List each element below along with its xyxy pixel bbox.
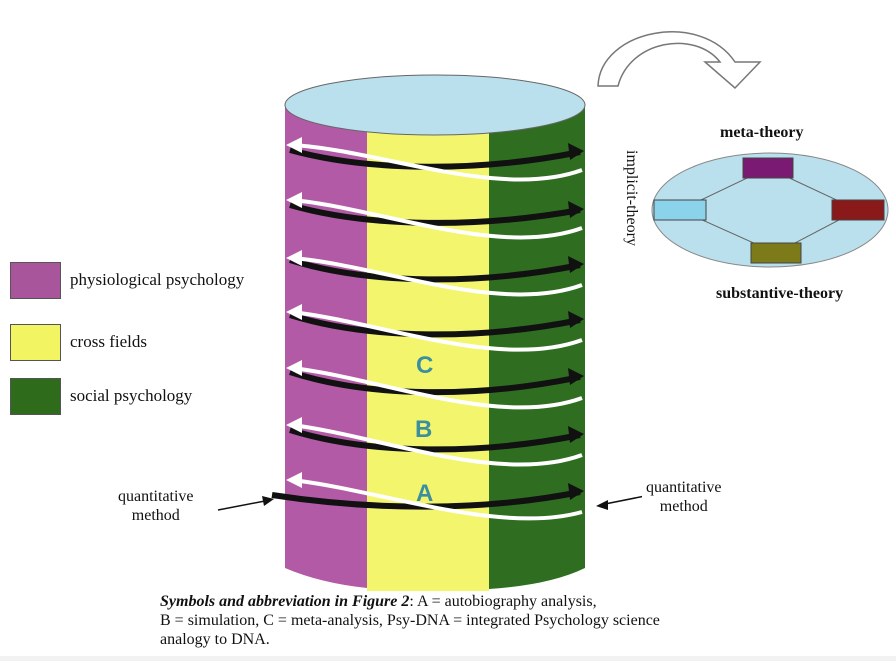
qm-left-line2: method <box>131 507 180 524</box>
helix-white-4 <box>291 310 583 352</box>
helix-white-2 <box>291 198 583 240</box>
caption-title: Symbols and abbreviation in Figure 2 <box>160 593 410 610</box>
arrowhead-white-1 <box>286 137 302 153</box>
arrowhead-white-2 <box>286 192 302 208</box>
stripe-social <box>489 105 585 589</box>
pointer-left <box>217 499 271 511</box>
helix-black-3 <box>289 257 581 283</box>
stripe-cross-fields <box>367 105 489 591</box>
letter-c: C <box>416 352 434 379</box>
qm-left-line1: quantitative <box>118 488 194 505</box>
legend-swatch-cross-fields <box>10 324 61 361</box>
theory-ellipse <box>651 152 889 268</box>
helix-white-6 <box>291 423 583 467</box>
legend-swatch-social <box>10 378 61 415</box>
stripe-physiological <box>285 105 367 588</box>
implicit-theory-box <box>653 199 707 221</box>
caption-text-1: : A = autobiography analysis, <box>409 593 597 610</box>
meta-theory-label: meta-theory <box>716 124 808 142</box>
right-theory-box <box>831 199 885 221</box>
cylinder-top <box>284 74 586 136</box>
legend-label-social: social psychology <box>64 381 199 411</box>
helix-white-1 <box>291 143 583 182</box>
arrowhead-white-3 <box>286 250 302 266</box>
caption-line-1: Symbols and abbreviation in Figure 2: A … <box>160 592 800 611</box>
pointer-right-head <box>596 500 608 510</box>
substantive-theory-box <box>750 242 802 264</box>
letter-b: B <box>415 416 433 443</box>
arrowhead-black-2 <box>568 201 584 218</box>
legend-label-physiological: physiological psychology <box>64 265 251 295</box>
helix-white-7 <box>291 478 583 521</box>
arrowhead-white-4 <box>286 304 302 320</box>
helix-white-5 <box>291 366 583 410</box>
helix-black-4 <box>289 312 581 338</box>
caption-line-2: B = simulation, C = meta-analysis, Psy-D… <box>160 612 660 629</box>
arrowhead-white-5 <box>286 360 302 376</box>
helix-black-5 <box>289 369 581 396</box>
helix-black-6 <box>289 427 581 453</box>
arrowhead-white-6 <box>286 417 302 433</box>
legend-swatch-physiological <box>10 262 61 299</box>
helix-strands <box>271 137 584 521</box>
letter-a: A <box>416 480 434 507</box>
helix-black-2 <box>289 202 581 226</box>
curved-arrow-icon <box>597 31 762 90</box>
pointer-left-head <box>262 496 274 506</box>
arrowhead-black-4 <box>568 311 584 328</box>
implicit-theory-label: implicit-theory <box>623 150 640 246</box>
arrowhead-black-7 <box>568 483 584 500</box>
caption-line-3: analogy to DNA. <box>160 631 270 648</box>
meta-theory-box <box>742 157 794 179</box>
quantitative-method-right: quantitative method <box>642 478 726 516</box>
arrowhead-black-6 <box>568 426 584 443</box>
cylinder-body <box>284 74 586 591</box>
arrowhead-white-7 <box>286 472 302 488</box>
helix-white-3 <box>291 256 583 297</box>
quantitative-method-left: quantitative method <box>114 487 198 525</box>
pointer-right <box>599 494 651 506</box>
substantive-theory-label: substantive-theory <box>712 285 848 303</box>
qm-right-line2: method <box>659 498 708 515</box>
arrowhead-black-3 <box>568 256 584 273</box>
arrowhead-black-1 <box>568 143 584 160</box>
quantitative-pointers <box>217 494 651 511</box>
arrowhead-black-5 <box>568 368 584 385</box>
legend-label-cross-fields: cross fields <box>64 327 262 357</box>
qm-right-line1: quantitative <box>646 479 722 496</box>
figure-caption: Symbols and abbreviation in Figure 2: A … <box>160 592 800 649</box>
